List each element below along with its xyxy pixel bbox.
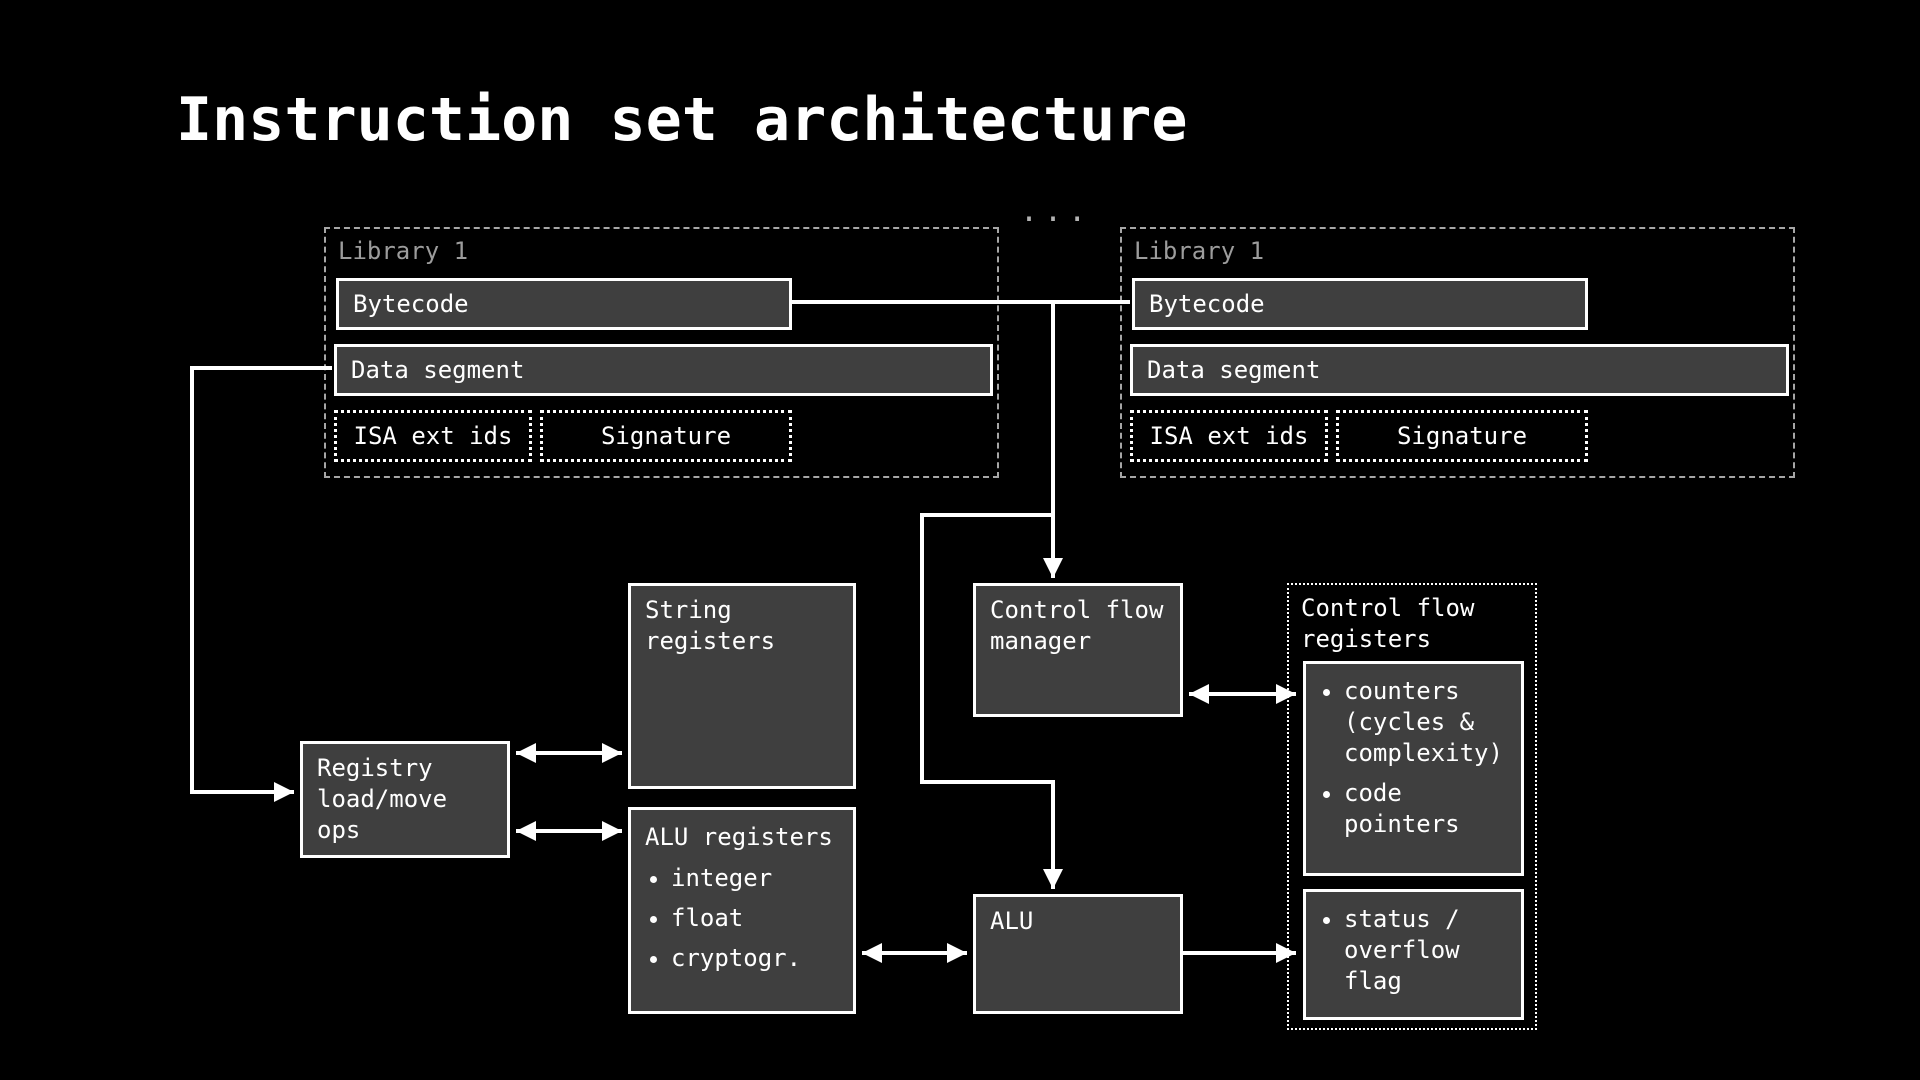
data-segment-label: Data segment [351, 356, 525, 384]
signature-box: Signature [1336, 410, 1588, 462]
library-label: Library 1 [338, 237, 469, 265]
status-list: status / overflow flag [1318, 904, 1509, 997]
signature-box: Signature [540, 410, 792, 462]
isa-ext-ids-label: ISA ext ids [353, 422, 513, 450]
list-item: counters (cycles & complexity) [1344, 676, 1509, 769]
string-registers-box: String registers [628, 583, 856, 789]
list-item: status / overflow flag [1344, 904, 1509, 997]
signature-label: Signature [1396, 422, 1528, 450]
counters-list: counters (cycles & complexity) code poin… [1318, 676, 1509, 840]
isa-ext-ids-box: ISA ext ids [334, 410, 532, 462]
alu-registers-title: ALU registers [645, 823, 833, 851]
page-title: Instruction set architecture [176, 85, 1188, 155]
string-registers-label: String registers [645, 596, 776, 655]
list-item: code pointers [1344, 778, 1509, 840]
counters-box: counters (cycles & complexity) code poin… [1303, 661, 1524, 876]
isa-ext-ids-box: ISA ext ids [1130, 410, 1328, 462]
arrow-data-segment-to-registry-ops [190, 366, 332, 802]
library-label: Library 1 [1134, 237, 1265, 265]
control-flow-registers-group: Control flow registers counters (cycles … [1287, 583, 1537, 1030]
bytecode-box: Bytecode [1132, 278, 1588, 330]
isa-ext-ids-label: ISA ext ids [1149, 422, 1309, 450]
more-libraries-ellipsis: ... [1020, 194, 1093, 229]
list-item: cryptogr. [671, 943, 839, 974]
alu-box: ALU [973, 894, 1183, 1014]
registry-load-move-ops-box: Registry load/move ops [300, 741, 510, 858]
alu-registers-box: ALU registers integer float cryptogr. [628, 807, 856, 1014]
signature-label: Signature [600, 422, 732, 450]
control-flow-manager-label: Control flow manager [990, 596, 1164, 655]
list-item: float [671, 903, 839, 934]
bytecode-label: Bytecode [353, 290, 469, 318]
control-flow-registers-label: Control flow registers [1301, 594, 1475, 653]
alu-label: ALU [990, 907, 1034, 935]
list-item: integer [671, 863, 839, 894]
alu-registers-list: integer float cryptogr. [645, 863, 839, 974]
data-segment-box: Data segment [334, 344, 993, 396]
library-panel-left: Library 1 Bytecode Data segment ISA ext … [324, 227, 999, 478]
registry-load-move-ops-label: Registry load/move ops [317, 754, 448, 844]
status-overflow-flag-box: status / overflow flag [1303, 889, 1524, 1020]
bytecode-label: Bytecode [1149, 290, 1265, 318]
control-flow-manager-box: Control flow manager [973, 583, 1183, 717]
data-segment-box: Data segment [1130, 344, 1789, 396]
data-segment-label: Data segment [1147, 356, 1321, 384]
bytecode-box: Bytecode [336, 278, 792, 330]
library-panel-right: Library 1 Bytecode Data segment ISA ext … [1120, 227, 1795, 478]
